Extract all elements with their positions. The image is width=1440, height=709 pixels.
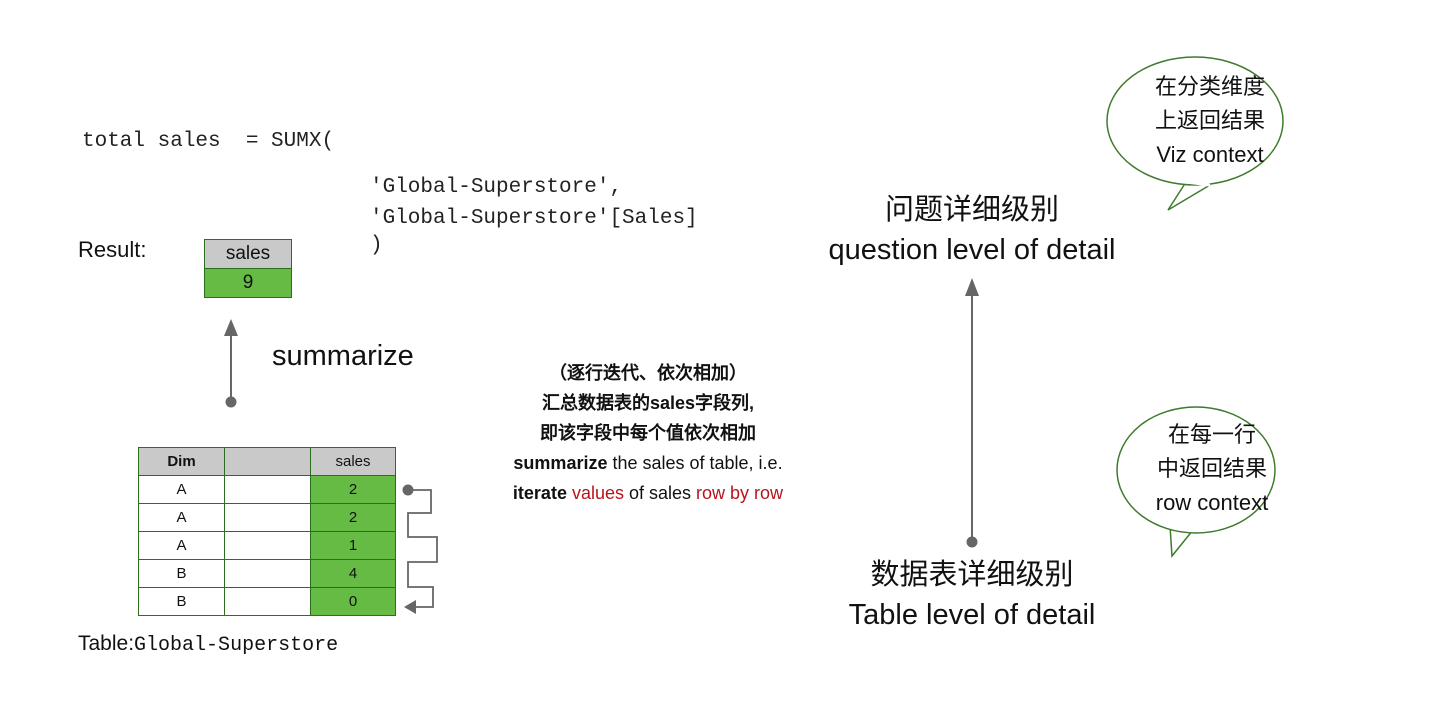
formula-line-1: total sales = SUMX( (82, 130, 335, 153)
table-lod-zh: 数据表详细级别 (870, 559, 1074, 591)
bubble-row-line-2: 中返回结果 (1156, 456, 1267, 481)
table-caption: Table:Global-Superstore (78, 632, 338, 657)
result-box: sales 9 (204, 239, 292, 298)
bubble-row-line-3: row context (1155, 490, 1269, 515)
values-keyword: values (571, 483, 624, 503)
description-line-4-rest: the sales of table, i.e. (607, 453, 783, 473)
description-line-1: （逐行迭代、依次相加） (549, 363, 747, 383)
table-cell-blank (224, 475, 311, 504)
table-header-blank (224, 447, 311, 476)
table-cell-sales: 2 (310, 475, 396, 504)
table-row: A 2 (138, 475, 396, 504)
table-row: A 1 (138, 531, 396, 560)
table-cell-sales: 1 (310, 531, 396, 560)
speech-bubble-row-text: 在每一行 中返回结果 row context (1112, 418, 1312, 520)
table-header-sales: sales (310, 447, 396, 476)
table-caption-prefix: Table: (78, 632, 135, 655)
table-cell-sales: 4 (310, 559, 396, 588)
table-cell-blank (224, 587, 311, 616)
table-cell-sales: 2 (310, 503, 396, 532)
table-cell-blank (224, 503, 311, 532)
formula-line-2: 'Global-Superstore', (370, 176, 623, 199)
bubble-viz-line-2: 上返回结果 (1154, 108, 1265, 133)
iterate-keyword: iterate (512, 483, 572, 503)
table-cell-dim: A (138, 531, 225, 560)
table-row: A 2 (138, 503, 396, 532)
question-lod-zh: 问题详细级别 (884, 194, 1059, 226)
speech-bubble-viz-text: 在分类维度 上返回结果 Viz context (1110, 70, 1310, 172)
formula-line-4: ) (370, 234, 383, 257)
question-lod-en: question level of detail (828, 234, 1116, 266)
summarize-label: summarize (272, 340, 414, 372)
description: （逐行迭代、依次相加） 汇总数据表的sales字段列, 即该字段中每个值依次相加… (458, 358, 838, 508)
bubble-viz-line-3: Viz context (1156, 142, 1264, 167)
table-cell-sales: 0 (310, 587, 396, 616)
table-row: B 4 (138, 559, 396, 588)
table-cell-dim: A (138, 503, 225, 532)
table-header-row: Dim sales (138, 447, 396, 476)
of-sales-text: of sales (623, 483, 697, 503)
iteration-arrow (402, 484, 438, 614)
table-cell-dim: B (138, 587, 225, 616)
table-cell-blank (224, 559, 311, 588)
formula: total sales = SUMX( 'Global-Superstore',… (0, 0, 1440, 257)
result-value: 9 (205, 269, 291, 297)
table-row: B 0 (138, 587, 396, 616)
result-label: Result: (78, 237, 147, 262)
table-header-dim: Dim (138, 447, 225, 476)
bubble-row-line-1: 在每一行 (1167, 422, 1256, 447)
table-caption-name: Global-Superstore (134, 634, 339, 657)
table-cell-dim: B (138, 559, 225, 588)
result-header: sales (205, 240, 291, 269)
data-table: Dim sales A 2 A 2 A 1 B 4 B 0 (138, 447, 396, 616)
summarize-arrow (224, 319, 238, 408)
speech-bubble-row (1116, 406, 1276, 558)
description-line-3: 即该字段中每个值依次相加 (540, 423, 756, 443)
summarize-keyword: summarize (513, 453, 608, 473)
table-cell-dim: A (138, 475, 225, 504)
lod-arrow (965, 278, 979, 548)
bubble-viz-line-1: 在分类维度 (1154, 74, 1265, 99)
table-lod-label: 数据表详细级别 Table level of detail (780, 555, 1164, 635)
description-line-5: iterate values of sales row by row (458, 478, 838, 508)
table-cell-blank (224, 531, 311, 560)
formula-line-3: 'Global-Superstore'[Sales] (370, 207, 698, 230)
table-lod-en: Table level of detail (848, 599, 1096, 631)
speech-bubble-viz (1106, 56, 1284, 211)
question-lod-label: 问题详细级别 question level of detail (780, 190, 1164, 270)
description-line-2: 汇总数据表的sales字段列, (541, 393, 755, 413)
description-line-4: summarize the sales of table, i.e. (458, 448, 838, 478)
row-by-row-keyword: row by row (696, 483, 784, 503)
